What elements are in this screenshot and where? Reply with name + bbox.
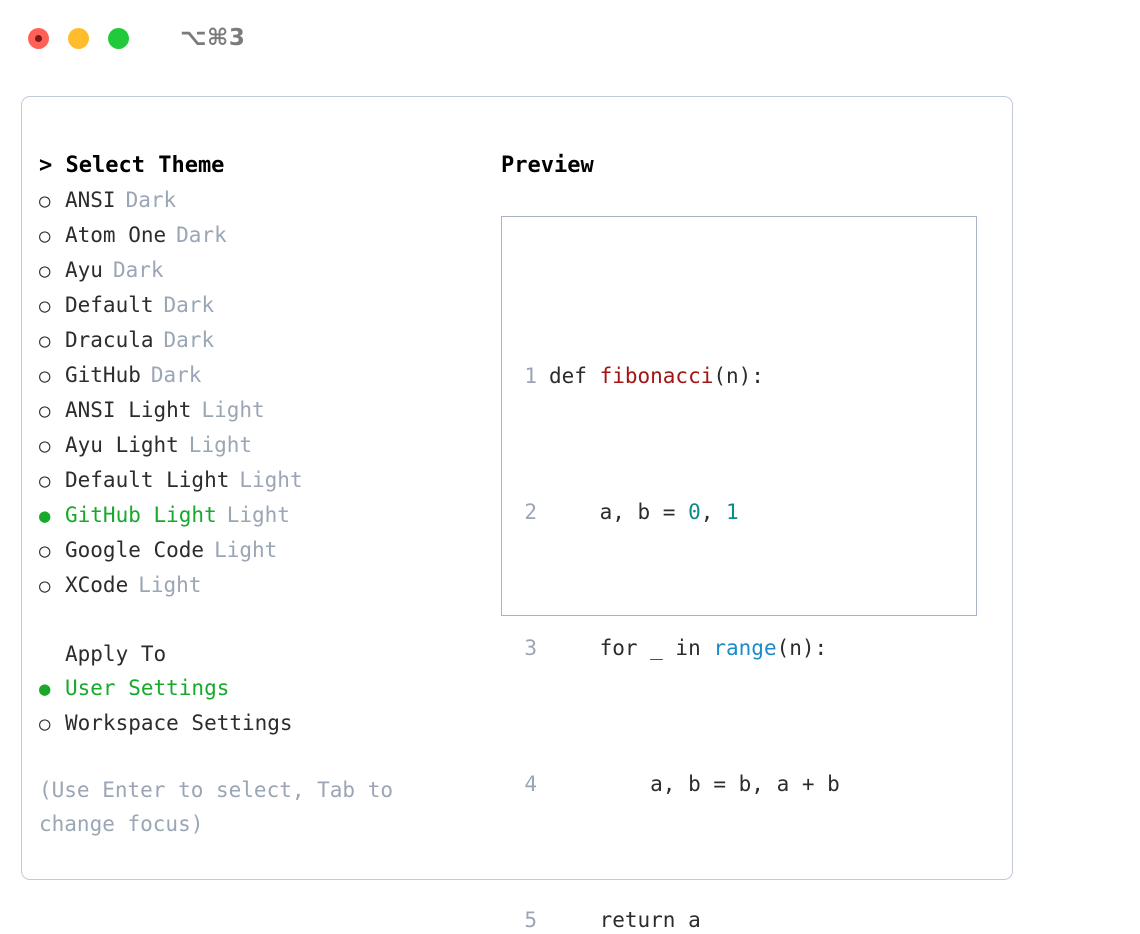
theme-option-label: GitHub Light: [65, 503, 217, 527]
radio-selected-icon: ●: [39, 505, 51, 527]
theme-option-ayu-dark[interactable]: ○ Ayu Dark: [39, 253, 479, 288]
line-number: 1: [524, 364, 537, 388]
window-controls: [28, 27, 129, 49]
theme-option-xcode[interactable]: ○ XCode Light: [39, 568, 479, 603]
code-token: return a: [549, 908, 701, 932]
theme-option-ansi-dark[interactable]: ○ ANSI Dark: [39, 183, 479, 218]
theme-option-label: Atom One: [65, 223, 167, 247]
title-bar: ⌥⌘3: [0, 0, 1140, 76]
theme-option-label: Google Code: [65, 538, 205, 562]
theme-option-github-light[interactable]: ● GitHub Light Light: [39, 498, 479, 533]
theme-option-ayu-light[interactable]: ○ Ayu Light Light: [39, 428, 479, 463]
code-token: for _ in: [549, 636, 714, 660]
line-number: 3: [524, 636, 537, 660]
apply-to-label: Apply To: [65, 642, 167, 666]
theme-option-label: Default Light: [65, 468, 230, 492]
code-line: 3 for _ in range(n):: [515, 631, 874, 665]
code-token: (n):: [776, 636, 828, 660]
radio-unselected-icon: ○: [39, 330, 51, 352]
theme-variant-tag: Dark: [163, 293, 215, 317]
minimize-button[interactable]: [68, 27, 89, 49]
theme-option-label: XCode: [65, 573, 129, 597]
code-line: 5 return a: [515, 903, 874, 934]
list-spacer: [39, 603, 479, 637]
radio-unselected-icon: ○: [39, 295, 51, 317]
radio-unselected-icon: ○: [39, 365, 51, 387]
theme-option-default-dark[interactable]: ○ Default Dark: [39, 288, 479, 323]
theme-option-label: GitHub: [65, 363, 141, 387]
keyboard-shortcut-label: ⌥⌘3: [180, 25, 246, 51]
theme-variant-tag: Light: [138, 573, 202, 597]
apply-to-user-settings[interactable]: ● User Settings: [39, 671, 479, 706]
theme-option-atom-one-dark[interactable]: ○ Atom One Dark: [39, 218, 479, 253]
radio-unselected-icon: ○: [39, 225, 51, 247]
radio-unselected-icon: ○: [39, 713, 51, 735]
apply-to-option-label: User Settings: [65, 676, 230, 700]
theme-option-label: Ayu: [65, 258, 103, 282]
apply-to-workspace-settings[interactable]: ○ Workspace Settings: [39, 706, 479, 741]
theme-variant-tag: Light: [214, 538, 278, 562]
theme-option-google-code[interactable]: ○ Google Code Light: [39, 533, 479, 568]
radio-unselected-icon: ○: [39, 575, 51, 597]
code-line: 2 a, b = 0, 1: [515, 495, 874, 529]
radio-unselected-icon: ○: [39, 260, 51, 282]
radio-unselected-icon: ○: [39, 540, 51, 562]
keyboard-hint-text: (Use Enter to select, Tab to change focu…: [39, 778, 394, 836]
theme-selector-column: > Select Theme ○ ANSI Dark ○ Atom One Da…: [39, 149, 479, 841]
theme-option-label: Ayu Light: [65, 433, 179, 457]
theme-variant-tag: Dark: [112, 258, 164, 282]
theme-option-label: ANSI Light: [65, 398, 192, 422]
code-token: a, b =: [549, 500, 689, 524]
theme-option-default-light[interactable]: ○ Default Light Light: [39, 463, 479, 498]
code-token: range: [713, 636, 777, 660]
theme-option-ansi-light[interactable]: ○ ANSI Light Light: [39, 393, 479, 428]
main-panel: > Select Theme ○ ANSI Dark ○ Atom One Da…: [21, 96, 1013, 932]
code-token: fibonacci: [599, 364, 714, 388]
code-token: (n):: [713, 364, 764, 388]
preview-heading: Preview: [501, 153, 594, 178]
code-token: a, b = b, a + b: [549, 772, 840, 796]
theme-option-label: ANSI: [65, 188, 116, 212]
apply-to-option-label: Workspace Settings: [65, 711, 293, 735]
theme-variant-tag: Light: [201, 398, 265, 422]
code-token: 0: [688, 500, 701, 524]
radio-unselected-icon: ○: [39, 400, 51, 422]
radio-unselected-icon: ○: [39, 470, 51, 492]
theme-option-dracula-dark[interactable]: ○ Dracula Dark: [39, 323, 479, 358]
apply-to-heading: Apply To: [39, 637, 479, 671]
panel-columns: > Select Theme ○ ANSI Dark ○ Atom One Da…: [22, 97, 1012, 932]
zoom-button[interactable]: [108, 27, 129, 49]
theme-variant-tag: Dark: [163, 328, 215, 352]
close-button[interactable]: [28, 27, 49, 49]
radio-selected-icon: ●: [39, 678, 51, 700]
theme-variant-tag: Light: [188, 433, 253, 457]
line-number: 5: [524, 908, 537, 932]
line-number: 4: [524, 772, 537, 796]
theme-variant-tag: Light: [239, 468, 303, 492]
code-line: 4 a, b = b, a + b: [515, 767, 874, 801]
radio-unselected-icon: ○: [39, 435, 51, 457]
radio-unselected-icon: ○: [39, 190, 51, 212]
theme-variant-tag: Light: [226, 503, 290, 527]
theme-variant-tag: Dark: [176, 223, 227, 247]
code-line: 1 def fibonacci(n):: [515, 359, 874, 393]
theme-option-github-dark[interactable]: ○ GitHub Dark: [39, 358, 479, 393]
theme-option-label: Default: [65, 293, 154, 317]
theme-option-label: Dracula: [65, 328, 154, 352]
code-token: ,: [700, 500, 727, 524]
theme-variant-tag: Dark: [125, 188, 177, 212]
code-token: def: [549, 364, 600, 388]
line-number: 2: [524, 500, 537, 524]
theme-variant-tag: Dark: [150, 363, 202, 387]
select-theme-heading: > Select Theme: [39, 153, 225, 178]
code-token: 1: [726, 500, 739, 524]
